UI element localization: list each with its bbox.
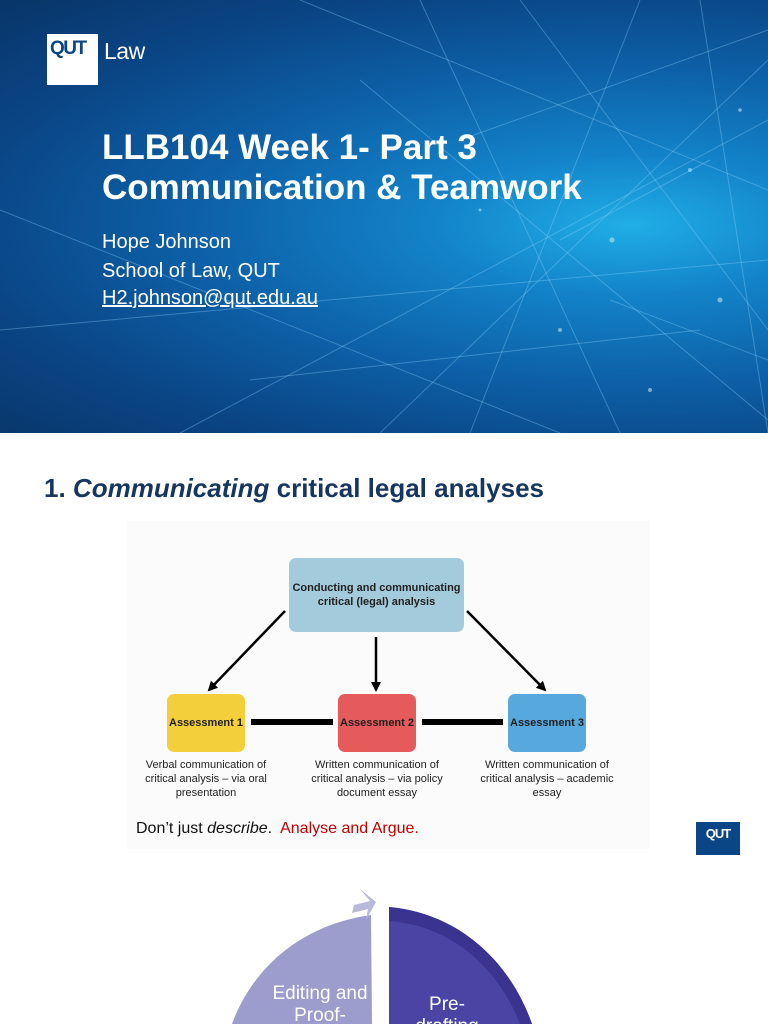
editing-segment-arrow-icon (352, 889, 376, 920)
assessment-3-description: Written communication of critical analys… (480, 759, 614, 799)
editing-segment-label: Editing and Proof- (272, 983, 368, 1024)
predrafting-segment-rim (389, 907, 532, 1024)
arrow-to-assessment-1 (207, 610, 286, 692)
presenter-school: School of Law, QUT (102, 260, 280, 282)
qut-logo-text: QUT (50, 38, 87, 59)
writing-process-slide: Editing and Proof- Pre- drafting (0, 869, 768, 1024)
editing-segment (232, 915, 372, 1024)
presenter-info: Hope Johnson School of Law, QUT H2.johns… (102, 228, 328, 308)
slide2-title-rest: critical legal analyses (276, 473, 544, 503)
assessment-3-box: Assessment 3 (508, 694, 586, 752)
arrow-to-assessment-3 (466, 610, 547, 692)
network-background-graphic (0, 0, 768, 433)
assessment-2-description: Written communication of critical analys… (311, 759, 443, 799)
communicating-slide: 1. Communicating critical legal analyses… (0, 433, 768, 869)
diagram-connectors (207, 610, 547, 725)
presenter-email-link[interactable]: H2.johnson@qut.edu.au (102, 287, 319, 309)
title-slide: QUT Law LLB104 Week 1- Part 3 Communicat… (0, 0, 768, 433)
slide2-title-number: 1. (44, 473, 66, 503)
presenter-name: Hope Johnson (102, 231, 231, 253)
qut-small-logo: QUT (696, 822, 740, 855)
qut-logo-mark: QUT (47, 34, 98, 85)
assessment-1-box: Assessment 1 (167, 694, 245, 752)
assessment-1-description: Verbal communication of critical analysi… (145, 759, 267, 799)
process-cycle-graphic (232, 889, 532, 1024)
slide-title-line-1: LLB104 Week 1- Part 3 (102, 128, 477, 167)
slide2-title-emphasis: Communicating (72, 473, 270, 503)
predrafting-segment-label: Pre- drafting (415, 994, 478, 1024)
slide-title-line-2: Communication & Teamwork (102, 168, 582, 207)
assessment-2-box: Assessment 2 (338, 694, 416, 752)
assessment-flow-diagram: Conducting and communicating critical (l… (127, 521, 650, 849)
caption-period: . (267, 820, 273, 837)
law-logo-text: Law (104, 38, 145, 64)
caption-plain: Don’t just (136, 820, 203, 837)
diagram-caption: Don’t just describe. Analyse and Argue. (136, 820, 419, 838)
slide-title: LLB104 Week 1- Part 3 Communication & Te… (102, 128, 582, 208)
predrafting-segment (389, 907, 532, 1024)
critical-analysis-box: Conducting and communicating critical (l… (289, 558, 464, 632)
qut-law-logo: QUT Law (47, 34, 145, 85)
slide2-title: 1. Communicating critical legal analyses (44, 473, 544, 504)
caption-italic: describe (207, 820, 268, 837)
caption-red: Analyse and Argue. (280, 820, 419, 837)
